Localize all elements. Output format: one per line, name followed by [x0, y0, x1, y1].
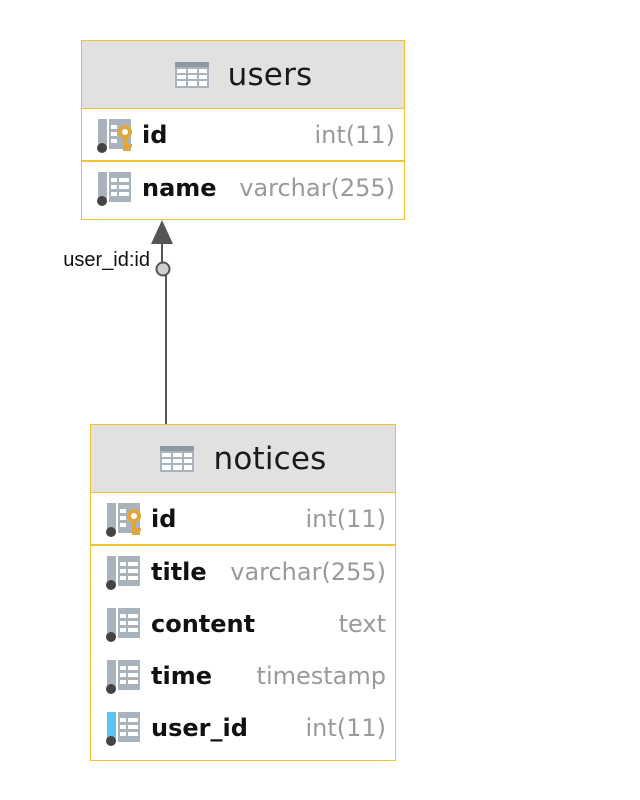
- primary-key-column-icon: [96, 115, 134, 155]
- users-column-id[interactable]: id int(11): [82, 109, 404, 162]
- users-table-title: users: [227, 56, 313, 93]
- relationship-label: user_id:id: [63, 249, 150, 271]
- column-name: name: [142, 174, 217, 202]
- column-name: title: [151, 558, 207, 586]
- relationship-arrowhead: [151, 220, 173, 244]
- notices-column-content[interactable]: content text: [91, 598, 395, 650]
- column-name: id: [151, 504, 177, 533]
- users-table[interactable]: users id int(11) name varchar(255): [81, 40, 405, 220]
- column-type: int(11): [305, 504, 386, 533]
- column-type: int(11): [314, 120, 395, 149]
- notices-column-time[interactable]: time timestamp: [91, 650, 395, 702]
- users-column-name[interactable]: name varchar(255): [82, 162, 404, 214]
- column-name: time: [151, 662, 212, 690]
- foreign-key-column-icon: [105, 708, 143, 748]
- relationship-optional-marker: [155, 261, 171, 277]
- column-name: content: [151, 610, 256, 638]
- notices-column-user-id[interactable]: user_id int(11): [91, 702, 395, 754]
- column-icon: [105, 552, 143, 592]
- notices-table-title: notices: [213, 440, 327, 477]
- notices-table-header[interactable]: notices: [91, 425, 395, 493]
- notices-column-id[interactable]: id int(11): [91, 493, 395, 546]
- column-type: varchar(255): [239, 174, 395, 202]
- column-icon: [96, 168, 134, 208]
- column-name: id: [142, 120, 168, 149]
- column-name: user_id: [151, 714, 248, 742]
- notices-table[interactable]: notices id int(11) title varchar(255) co…: [90, 424, 396, 761]
- column-icon: [105, 604, 143, 644]
- column-type: text: [338, 610, 386, 638]
- table-icon: [159, 445, 195, 473]
- primary-key-column-icon: [105, 499, 143, 539]
- column-type: varchar(255): [230, 558, 386, 586]
- table-icon: [174, 61, 210, 89]
- column-icon: [105, 656, 143, 696]
- users-table-header[interactable]: users: [82, 41, 404, 109]
- column-type: timestamp: [256, 662, 386, 690]
- column-type: int(11): [305, 714, 386, 742]
- notices-column-title[interactable]: title varchar(255): [91, 546, 395, 598]
